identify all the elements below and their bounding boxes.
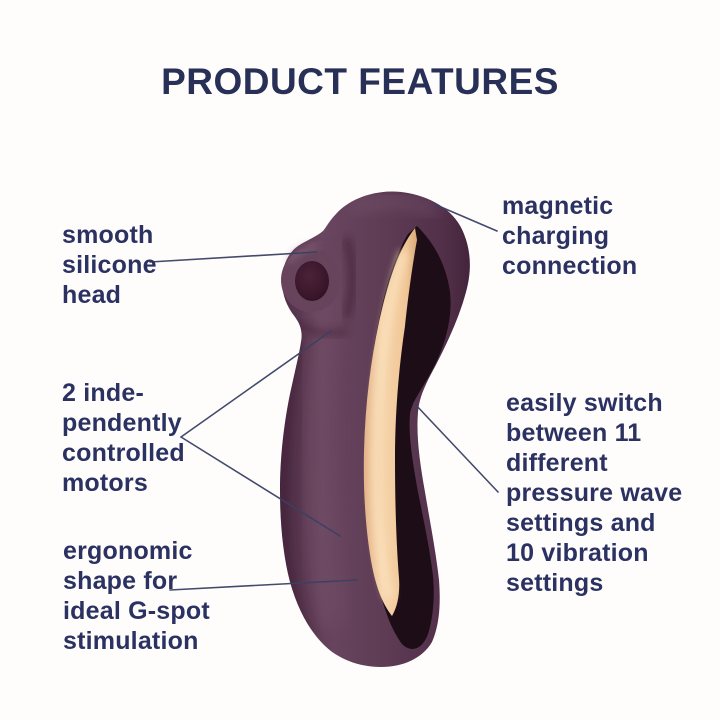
opening-rim-highlight bbox=[287, 244, 319, 264]
callout-label-ergonomic-shape: ergonomic shape for ideal G-spot stimula… bbox=[63, 537, 210, 655]
under-head-shadow bbox=[295, 320, 350, 338]
cream-highlight bbox=[371, 250, 409, 600]
callout-label-independent-motors: 2 inde- pendently controlled motors bbox=[62, 379, 185, 497]
callout-lines bbox=[149, 203, 499, 591]
callout-label-smooth-silicone-head: smooth silicone head bbox=[62, 221, 157, 309]
callout-line-ergonomic bbox=[169, 579, 358, 591]
callout-label-settings: easily switch between 11 different press… bbox=[506, 389, 683, 597]
suction-opening bbox=[295, 261, 329, 301]
page-title: PRODUCT FEATURES bbox=[161, 61, 559, 102]
callout-line-motors-lower bbox=[180, 436, 341, 537]
callout-line-settings bbox=[413, 402, 499, 493]
body-center-highlight bbox=[302, 259, 351, 629]
callout-label-magnetic-charging: magnetic charging connection bbox=[502, 192, 638, 280]
callout-line-magnetic bbox=[433, 203, 498, 232]
head-crease-shadow bbox=[341, 236, 357, 320]
callout-line-smooth-head bbox=[149, 251, 318, 263]
callout-line-motors-upper bbox=[180, 330, 332, 438]
head-top-highlight bbox=[350, 196, 441, 217]
